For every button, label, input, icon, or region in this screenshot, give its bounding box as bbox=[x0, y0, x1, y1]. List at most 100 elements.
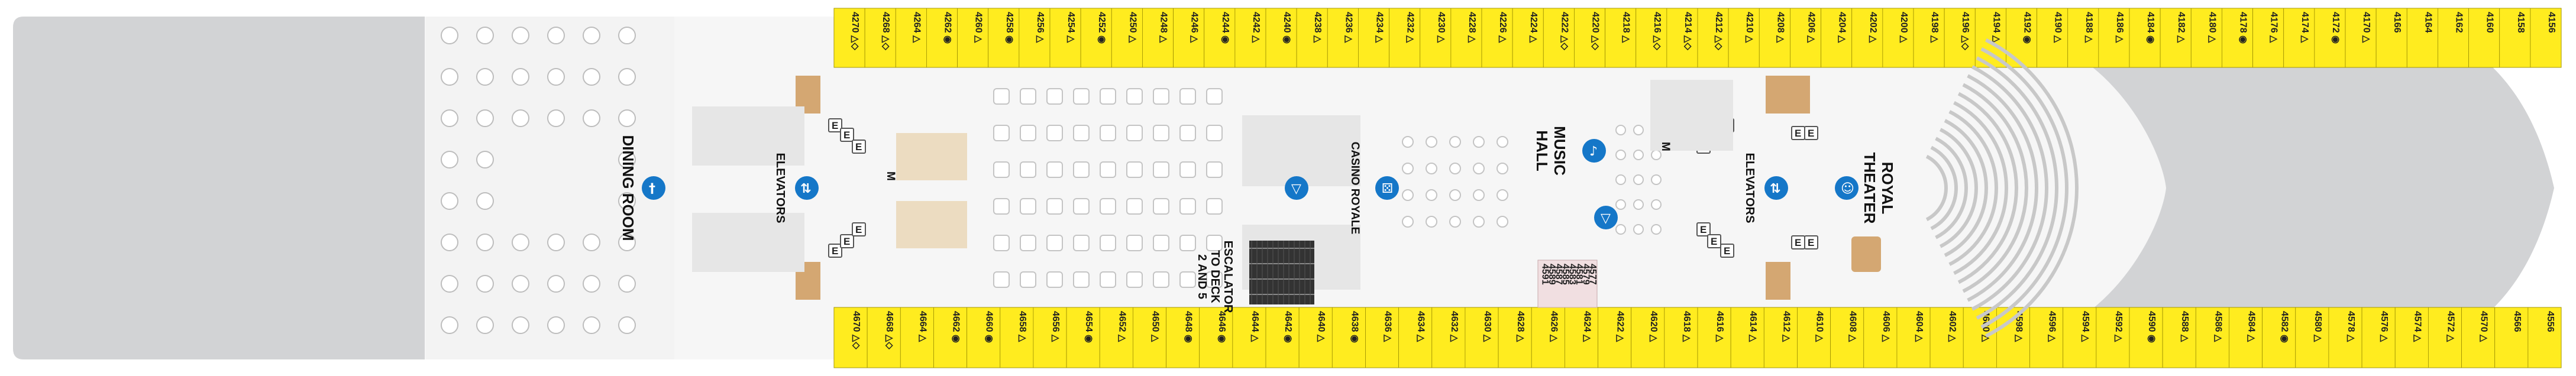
bottom-cabin[interactable]: 4556 bbox=[2527, 307, 2562, 368]
bottom-cabin[interactable]: 4592 △ bbox=[2096, 307, 2130, 368]
elevator-icon[interactable]: ⇅ bbox=[795, 176, 819, 200]
top-cabin[interactable]: 4170 △ bbox=[2345, 8, 2377, 68]
music-note-icon[interactable]: ♪ bbox=[1582, 139, 1606, 163]
bottom-cabin[interactable]: 4654 ◉ bbox=[1066, 307, 1100, 368]
bottom-cabin[interactable]: 4622 △ bbox=[1598, 307, 1632, 368]
bottom-cabin[interactable]: 4572 △ bbox=[2428, 307, 2462, 368]
top-cabin[interactable]: 4162 bbox=[2438, 8, 2469, 68]
top-cabin[interactable]: 4236 △ bbox=[1327, 8, 1359, 68]
bottom-cabin[interactable]: 4612 △ bbox=[1763, 307, 1798, 368]
bottom-cabin[interactable]: 4588 △ bbox=[2162, 307, 2196, 368]
elevator-car[interactable]: E bbox=[1720, 244, 1734, 258]
bottom-cabin[interactable]: 4670 △◇ bbox=[833, 307, 868, 368]
bottom-cabin[interactable]: 4658 △ bbox=[1000, 307, 1034, 368]
top-cabin[interactable]: 4202 △ bbox=[1851, 8, 1883, 68]
bottom-cabin[interactable]: 4620 △ bbox=[1631, 307, 1665, 368]
top-cabin[interactable]: 4254 △ bbox=[1049, 8, 1081, 68]
bottom-cabin[interactable]: 4628 △ bbox=[1498, 307, 1532, 368]
top-cabin[interactable]: 4218 △ bbox=[1605, 8, 1637, 68]
elevator-car[interactable]: E bbox=[1791, 126, 1805, 140]
top-cabin[interactable]: 4164 bbox=[2406, 8, 2438, 68]
top-cabin[interactable]: 4268 △◇ bbox=[864, 8, 896, 68]
cocktail-glass-icon[interactable]: ▽ bbox=[1285, 176, 1308, 200]
top-cabin[interactable]: 4212 △◇ bbox=[1697, 8, 1729, 68]
top-cabin[interactable]: 4156 bbox=[2530, 8, 2562, 68]
top-cabin[interactable]: 4184 ◉ bbox=[2129, 8, 2161, 68]
accessible-cabin-number[interactable]: 4589 bbox=[1547, 264, 1557, 285]
elevator-car[interactable]: E bbox=[1791, 235, 1805, 249]
bottom-cabin[interactable]: 4660 ◉ bbox=[967, 307, 1001, 368]
top-cabin[interactable]: 4174 △ bbox=[2283, 8, 2315, 68]
cocktail-glass-icon[interactable]: ▽ bbox=[1594, 206, 1618, 229]
dining-icon[interactable]: † bbox=[642, 176, 665, 200]
accessible-cabin-number[interactable]: 4581 bbox=[1574, 264, 1584, 285]
top-cabin[interactable]: 4240 ◉ bbox=[1265, 8, 1297, 68]
bottom-cabin[interactable]: 4636 △ bbox=[1365, 307, 1399, 368]
bottom-cabin[interactable]: 4638 ◉ bbox=[1331, 307, 1366, 368]
bottom-cabin[interactable]: 4582 ◉ bbox=[2262, 307, 2296, 368]
top-cabin[interactable]: 4166 bbox=[2375, 8, 2407, 68]
top-cabin[interactable]: 4256 △ bbox=[1019, 8, 1051, 68]
elevator-car[interactable]: E bbox=[828, 118, 842, 132]
elevator-car[interactable]: E bbox=[1696, 222, 1711, 236]
bottom-cabin[interactable]: 4614 △ bbox=[1730, 307, 1764, 368]
bottom-cabin[interactable]: 4624 △ bbox=[1564, 307, 1598, 368]
top-cabin[interactable]: 4246 △ bbox=[1173, 8, 1205, 68]
top-cabin[interactable]: 4258 ◉ bbox=[988, 8, 1020, 68]
top-cabin[interactable]: 4224 △ bbox=[1512, 8, 1544, 68]
bottom-cabin[interactable]: 4590 ◉ bbox=[2129, 307, 2163, 368]
bottom-cabin[interactable]: 4594 △ bbox=[2063, 307, 2097, 368]
elevator-car[interactable]: E bbox=[1707, 234, 1721, 248]
bottom-cabin[interactable]: 4664 △ bbox=[900, 307, 934, 368]
top-cabin[interactable]: 4270 △◇ bbox=[833, 8, 865, 68]
top-cabin[interactable]: 4192 ◉ bbox=[2006, 8, 2037, 68]
top-cabin[interactable]: 4182 △ bbox=[2160, 8, 2192, 68]
top-cabin[interactable]: 4158 bbox=[2499, 8, 2531, 68]
bottom-cabin[interactable]: 4566 bbox=[2494, 307, 2529, 368]
top-cabin[interactable]: 4176 △ bbox=[2252, 8, 2284, 68]
bottom-cabin[interactable]: 4640 △ bbox=[1298, 307, 1333, 368]
theater-masks-icon[interactable]: ☺ bbox=[1835, 176, 1859, 200]
top-cabin[interactable]: 4196 △◇ bbox=[1944, 8, 1976, 68]
top-cabin[interactable]: 4248 △ bbox=[1142, 8, 1174, 68]
top-cabin[interactable]: 4206 △ bbox=[1790, 8, 1821, 68]
top-cabin[interactable]: 4204 △ bbox=[1821, 8, 1853, 68]
elevator-car[interactable]: E bbox=[852, 222, 866, 236]
top-cabin[interactable]: 4244 ◉ bbox=[1204, 8, 1236, 68]
bottom-cabin[interactable]: 4648 ◉ bbox=[1166, 307, 1200, 368]
elevator-car[interactable]: E bbox=[828, 244, 842, 258]
accessible-cabin-number[interactable]: 4585 bbox=[1560, 264, 1570, 285]
bottom-cabin[interactable]: 4580 △ bbox=[2295, 307, 2329, 368]
bottom-cabin[interactable]: 4626 △ bbox=[1531, 307, 1565, 368]
bottom-cabin[interactable]: 4642 ◉ bbox=[1265, 307, 1300, 368]
bottom-cabin[interactable]: 4586 △ bbox=[2195, 307, 2229, 368]
bottom-cabin[interactable]: 4668 △◇ bbox=[867, 307, 901, 368]
top-cabin[interactable]: 4208 △ bbox=[1759, 8, 1790, 68]
escalator[interactable] bbox=[1249, 241, 1314, 304]
top-cabin[interactable]: 4200 △ bbox=[1882, 8, 1914, 68]
top-cabin[interactable]: 4226 △ bbox=[1481, 8, 1513, 68]
top-cabin[interactable]: 4260 △ bbox=[957, 8, 989, 68]
top-cabin[interactable]: 4210 △ bbox=[1728, 8, 1760, 68]
bottom-cabin[interactable]: 4634 △ bbox=[1398, 307, 1433, 368]
bottom-cabin[interactable]: 4574 △ bbox=[2394, 307, 2429, 368]
top-cabin[interactable]: 4230 △ bbox=[1420, 8, 1452, 68]
dice-icon[interactable]: ⚄ bbox=[1375, 176, 1399, 200]
top-cabin[interactable]: 4238 △ bbox=[1296, 8, 1328, 68]
top-cabin[interactable]: 4262 ◉ bbox=[926, 8, 958, 68]
bottom-cabin[interactable]: 4656 △ bbox=[1033, 307, 1067, 368]
elevator-car[interactable]: E bbox=[1804, 126, 1818, 140]
bottom-cabin[interactable]: 4630 △ bbox=[1465, 307, 1499, 368]
top-cabin[interactable]: 4234 △ bbox=[1358, 8, 1389, 68]
top-cabin[interactable]: 4264 △ bbox=[895, 8, 927, 68]
bottom-cabin[interactable]: 4646 ◉ bbox=[1199, 307, 1233, 368]
accessible-cabin-number[interactable]: 4583 bbox=[1567, 264, 1578, 285]
top-cabin[interactable]: 4242 △ bbox=[1234, 8, 1266, 68]
top-cabin[interactable]: 4172 ◉ bbox=[2314, 8, 2346, 68]
top-cabin[interactable]: 4232 △ bbox=[1389, 8, 1421, 68]
bottom-cabin[interactable]: 4610 △ bbox=[1797, 307, 1831, 368]
elevator-car[interactable]: E bbox=[840, 234, 854, 248]
elevator-icon[interactable]: ⇅ bbox=[1764, 176, 1788, 200]
accessible-cabin-number[interactable]: 4587 bbox=[1554, 264, 1564, 285]
bottom-cabin[interactable]: 4596 △ bbox=[2029, 307, 2064, 368]
